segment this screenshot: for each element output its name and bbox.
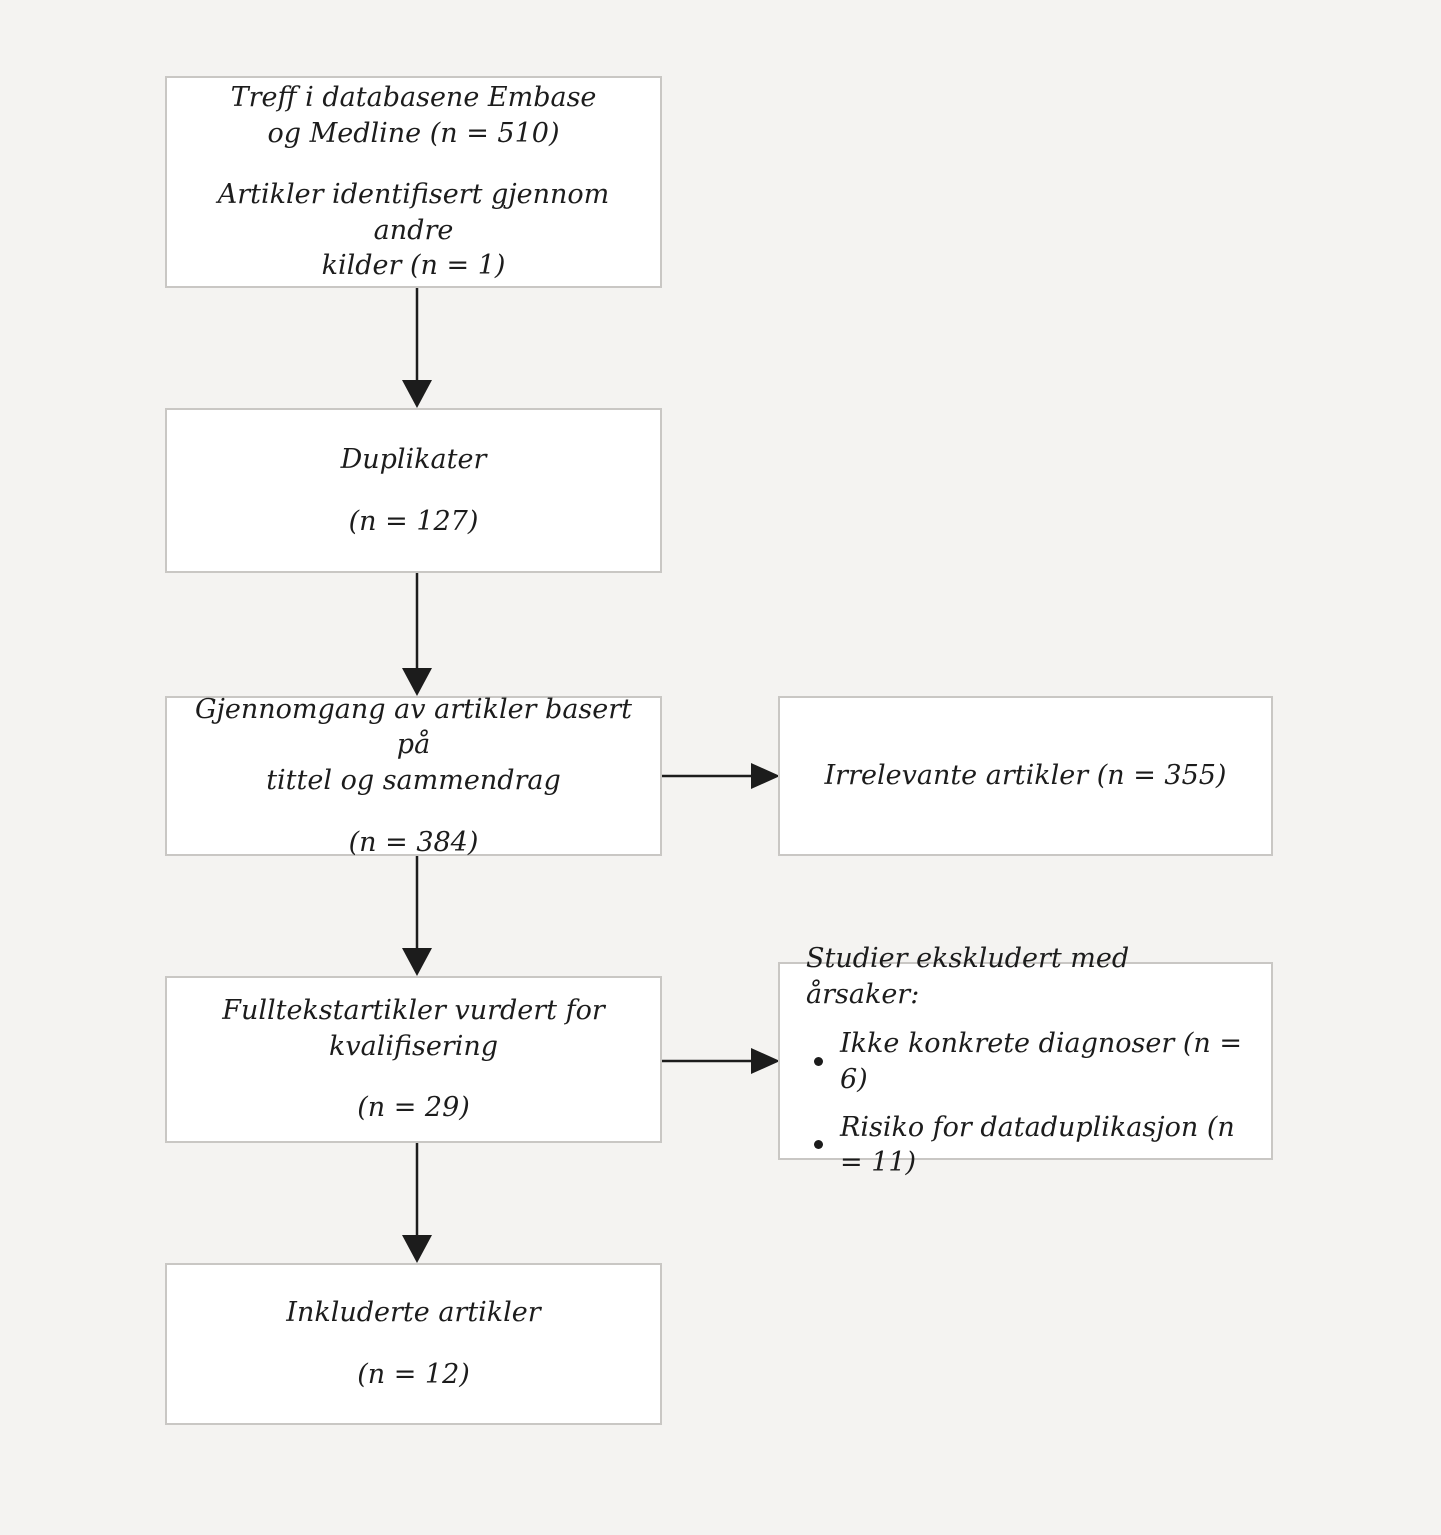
records-identified-line-3: Artikler identifisert gjennom andre [217, 179, 610, 246]
fulltext-count: (n = 29) [357, 1092, 470, 1124]
bullet-icon [814, 1057, 823, 1066]
node-records-identified: Treff i databasene Embase og Medline (n … [165, 76, 662, 288]
records-identified-source-db: Treff i databasene Embase og Medline (n … [231, 80, 597, 151]
irrelevant-label: Irrelevante artikler (n = 355) [824, 760, 1227, 792]
screened-line-2: tittel og sammendrag [266, 765, 561, 796]
excluded-reasons-list: Ikke konkrete diagnoser (n = 6) Risiko f… [806, 1026, 1251, 1181]
excluded-reason-item: Ikke konkrete diagnoser (n = 6) [806, 1026, 1251, 1097]
screened-count: (n = 384) [348, 826, 479, 858]
node-duplicates: Duplikater (n = 127) [165, 408, 662, 573]
bullet-icon [814, 1140, 823, 1150]
screened-text: Gjennomgang av artikler basert på tittel… [183, 692, 644, 799]
duplicates-count: (n = 127) [348, 505, 479, 537]
arrow-screened-to-fulltext [392, 856, 442, 976]
arrow-records-to-duplicates [392, 288, 442, 408]
excluded-reason-text: Ikke konkrete diagnoser (n = 6) [840, 1028, 1243, 1095]
arrow-duplicates-to-screened [392, 573, 442, 696]
duplicates-label: Duplikater [340, 443, 487, 475]
node-irrelevant-articles: Irrelevante artikler (n = 355) [778, 696, 1273, 856]
screened-line-1: Gjennomgang av artikler basert på [194, 693, 633, 761]
arrow-fulltext-to-excluded [662, 1046, 780, 1076]
excluded-reason-item: Risiko for dataduplikasjon (n = 11) [806, 1110, 1251, 1181]
arrow-fulltext-to-included [392, 1143, 442, 1263]
arrow-screened-to-irrelevant [662, 761, 780, 791]
included-count: (n = 12) [357, 1359, 470, 1390]
included-label: Inkluderte artikler [286, 1297, 541, 1329]
node-studies-excluded: Studier ekskludert med årsaker: Ikke kon… [778, 943, 1273, 1178]
node-included-articles: Inkluderte artikler (n = 12) [165, 1263, 662, 1425]
records-identified-line-2: og Medline (n = 510) [267, 117, 560, 149]
node-fulltext-assessed: Fulltekstartikler vurdert for kvalifiser… [165, 976, 662, 1143]
fulltext-text: Fulltekstartikler vurdert for kvalifiser… [222, 993, 605, 1064]
records-identified-line-4: kilder (n = 1) [321, 250, 506, 282]
fulltext-line-2: kvalifisering [328, 1030, 499, 1062]
records-identified-line-1: Treff i databasene Embase [230, 81, 597, 113]
fulltext-line-1: Fulltekstartikler vurdert for [222, 995, 605, 1027]
node-screened-title-abstract: Gjennomgang av artikler basert på tittel… [165, 694, 662, 858]
excluded-reason-text: Risiko for dataduplikasjon (n = 11) [840, 1111, 1235, 1179]
records-identified-other-sources: Artikler identifisert gjennom andre kild… [183, 177, 644, 284]
excluded-heading: Studier ekskludert med årsaker: [806, 943, 1130, 1010]
